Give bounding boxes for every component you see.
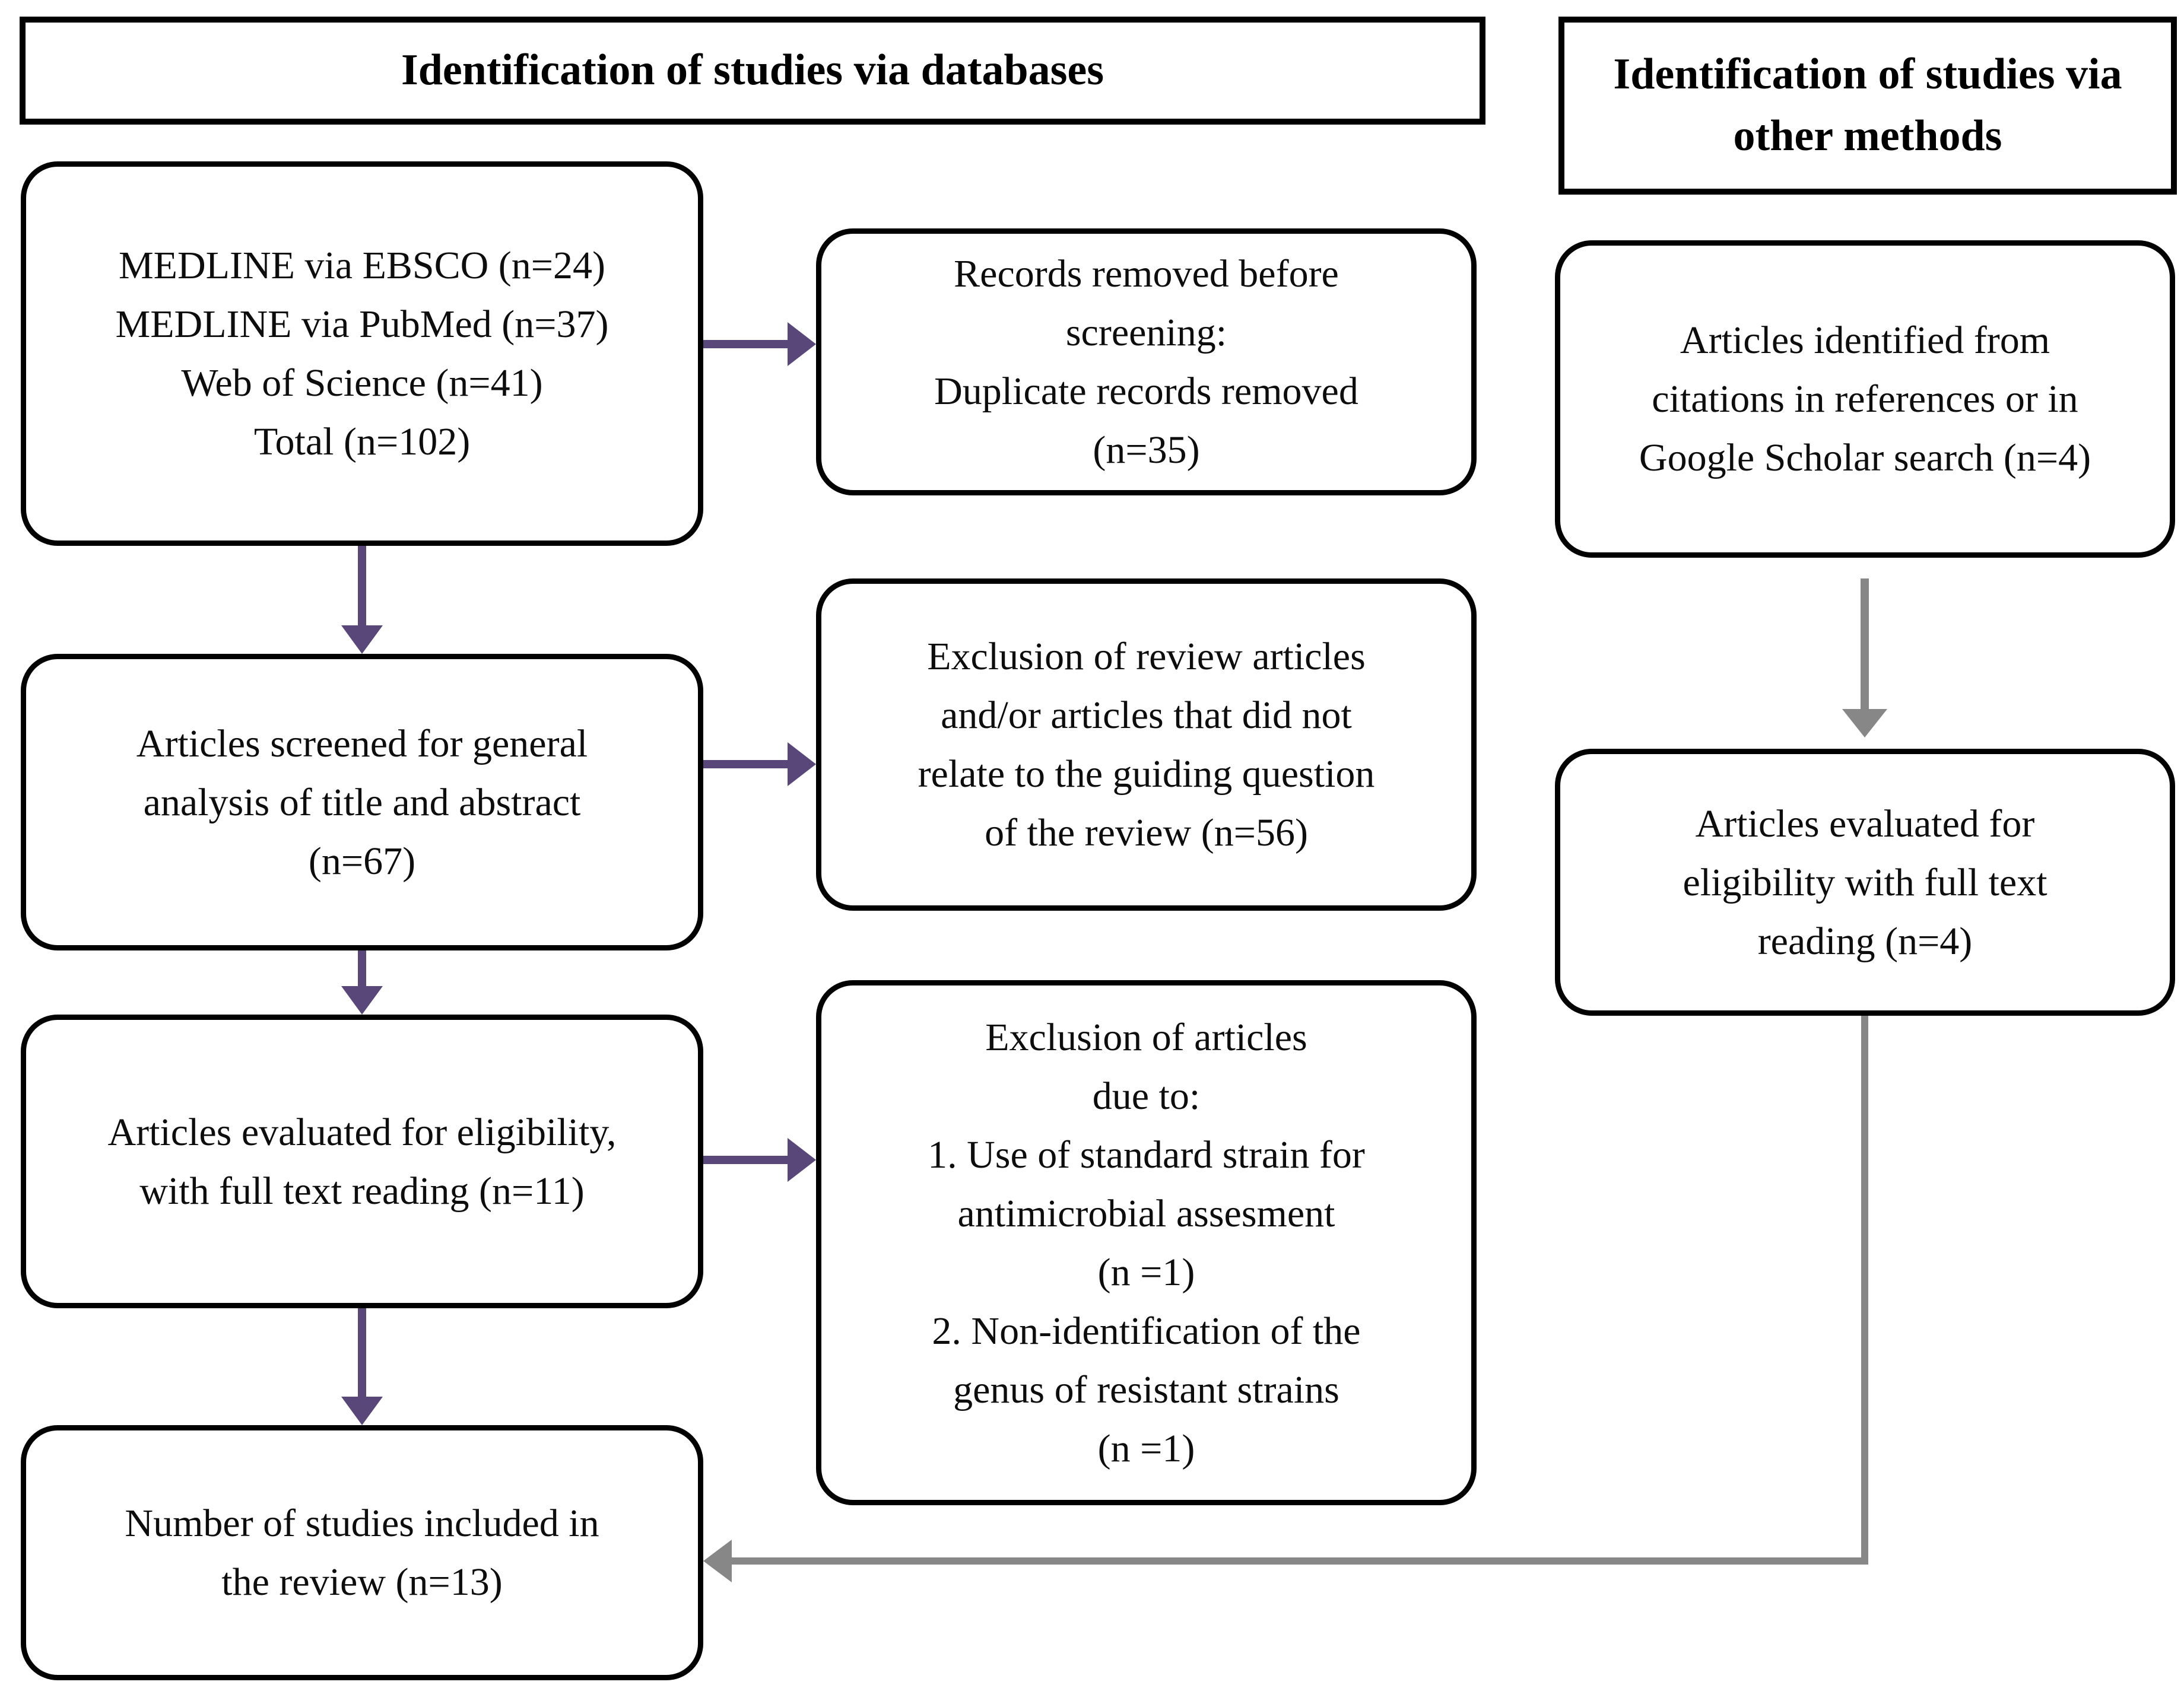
arrow-head — [341, 1397, 383, 1425]
box-studies-included: Number of studies included in the review… — [21, 1425, 703, 1680]
box-articles-evaluated-full-text: Articles evaluated for eligibility, with… — [21, 1015, 703, 1308]
arrow-shaft — [358, 1308, 366, 1397]
arrow-head — [703, 1540, 732, 1582]
box-articles-evaluated-other-methods: Articles evaluated for eligibility with … — [1555, 749, 2175, 1016]
box-exclusion-review-articles: Exclusion of review articles and/or arti… — [816, 578, 1477, 911]
arrow-head — [341, 986, 383, 1015]
arrow-shaft — [358, 950, 366, 986]
arrow-head — [1842, 709, 1887, 737]
arrow-shaft — [703, 760, 789, 768]
arrow-head — [788, 742, 816, 786]
arrow-head — [341, 625, 383, 654]
box-records-removed: Records removed before screening: Duplic… — [816, 228, 1477, 495]
box-articles-from-citations: Articles identified from citations in re… — [1555, 240, 2175, 558]
connector-vertical-line — [1861, 1016, 1868, 1565]
arrow-shaft — [703, 340, 789, 348]
arrow-shaft — [358, 546, 366, 625]
arrow-head — [788, 1138, 816, 1182]
arrow-shaft — [703, 1156, 789, 1164]
arrow-head — [788, 322, 816, 366]
box-exclusion-of-articles: Exclusion of articles due to: 1. Use of … — [816, 980, 1477, 1505]
arrow-shaft — [1861, 578, 1869, 709]
header-identification-databases: Identification of studies via databases — [20, 17, 1485, 125]
box-database-sources: MEDLINE via EBSCO (n=24) MEDLINE via Pub… — [21, 161, 703, 546]
header-identification-other-methods: Identification of studies via other meth… — [1558, 17, 2177, 195]
connector-horizontal-line — [730, 1557, 1868, 1565]
box-articles-screened: Articles screened for general analysis o… — [21, 654, 703, 950]
